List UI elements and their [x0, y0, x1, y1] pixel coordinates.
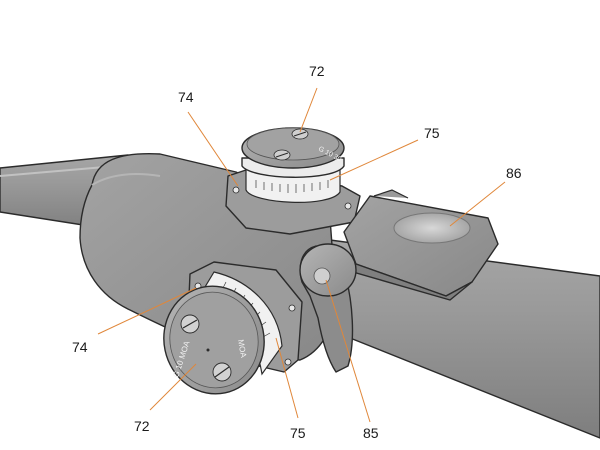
label-windage-scale: 75 [290, 425, 306, 441]
leader-75-side [275, 337, 299, 419]
reference-labels: 72 74 75 86 74 72 75 85 [72, 63, 522, 441]
leader-74-side [97, 287, 197, 335]
clamp-ring [343, 189, 499, 301]
leader-72-top [299, 87, 318, 133]
label-windage-knob: 72 [134, 418, 150, 434]
leader-74-top [187, 111, 239, 187]
label-elevation-scale-top: 75 [424, 125, 440, 141]
side-knob-right-text: MOA [236, 339, 248, 359]
windage-knob: G 10 MOA MOA [163, 271, 283, 395]
leader-85 [325, 279, 371, 423]
label-parallax-knob: 85 [363, 425, 379, 441]
label-elevation-knob-top: 72 [309, 63, 325, 79]
leader-72-side [149, 363, 197, 411]
leader-lines [97, 87, 506, 423]
label-mount-plate-top: 74 [178, 89, 194, 105]
label-clamp-ring: 86 [506, 165, 522, 181]
parallax-knob [299, 243, 357, 373]
leader-75-top [329, 139, 419, 181]
elevation-knob-top: G 10 30 [241, 127, 345, 203]
clamp-recess [393, 212, 471, 244]
label-mount-plate-side: 74 [72, 339, 88, 355]
leader-86 [449, 181, 506, 227]
